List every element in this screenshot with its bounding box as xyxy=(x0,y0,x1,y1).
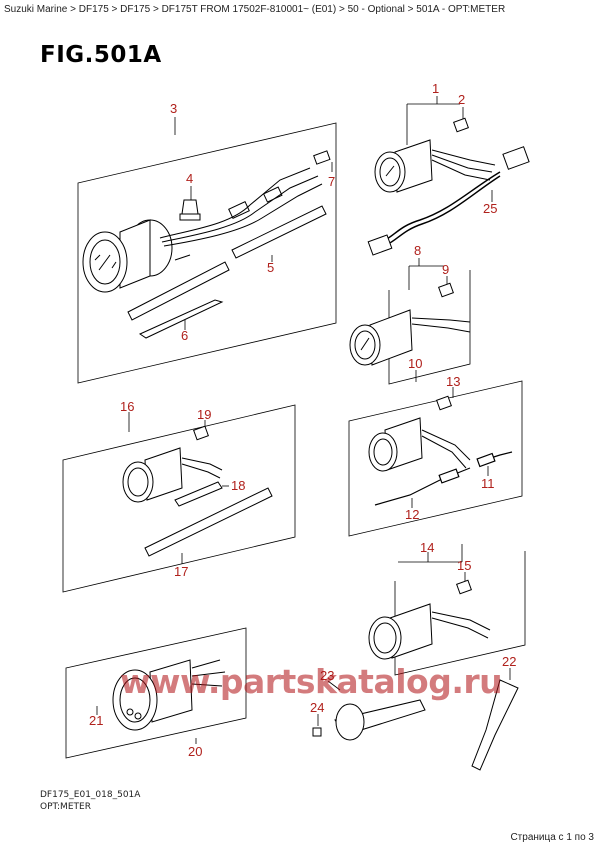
bulb-4 xyxy=(179,199,201,221)
tube-17 xyxy=(144,487,273,557)
harness-3 xyxy=(159,150,331,261)
cable-25 xyxy=(384,171,501,245)
gauge-10 xyxy=(368,417,471,472)
harness-1 xyxy=(431,149,496,181)
callout-12: 12 xyxy=(405,507,419,522)
callout-2: 2 xyxy=(458,92,465,107)
connector-25 xyxy=(367,146,530,256)
group-frame-3 xyxy=(77,122,337,384)
callout-19: 19 xyxy=(197,407,211,422)
callout-14: 14 xyxy=(420,540,434,555)
gauge-3 xyxy=(82,219,173,293)
group-frame-16 xyxy=(62,404,296,593)
callout-22: 22 xyxy=(502,654,516,669)
wire-12 xyxy=(374,467,471,506)
gauge-16 xyxy=(122,447,223,503)
callout-25: 25 xyxy=(483,201,497,216)
callout-10: 10 xyxy=(408,356,422,371)
bulb-19 xyxy=(193,425,209,441)
figure-title: FIG.501A xyxy=(40,42,162,68)
watermark: www.partskatalog.ru xyxy=(120,662,503,701)
callout-20: 20 xyxy=(188,744,202,759)
diagram-code: DF175_E01_018_501A xyxy=(40,790,141,800)
callout-6: 6 xyxy=(181,328,188,343)
callout-5: 5 xyxy=(267,260,274,275)
tie-6 xyxy=(127,261,230,339)
gauge-14 xyxy=(368,603,491,660)
bulb-2 xyxy=(453,117,469,133)
bulb-9 xyxy=(438,282,454,298)
lever-22 xyxy=(471,679,519,771)
tube-5 xyxy=(231,205,327,259)
group-frame-20 xyxy=(65,627,247,759)
bulb-13 xyxy=(436,395,452,411)
callout-16: 16 xyxy=(120,399,134,414)
gauge-20 xyxy=(112,659,226,731)
callout-4: 4 xyxy=(186,171,193,186)
breadcrumb[interactable]: Suzuki Marine > DF175 > DF175 > DF175T F… xyxy=(4,4,506,15)
gauge-8 xyxy=(349,309,471,366)
callout-7: 7 xyxy=(328,174,335,189)
callout-17: 17 xyxy=(174,564,188,579)
group-frame-10 xyxy=(348,380,523,537)
bulb-15 xyxy=(456,579,472,595)
callout-13: 13 xyxy=(446,374,460,389)
callout-21: 21 xyxy=(89,713,103,728)
bracket-23 xyxy=(334,699,426,741)
tie-18 xyxy=(174,481,223,507)
callout-11: 11 xyxy=(481,476,495,491)
callout-23: 23 xyxy=(320,668,334,683)
screw-24 xyxy=(312,727,322,737)
callout-18: 18 xyxy=(231,478,245,493)
callout-24: 24 xyxy=(310,700,324,715)
callout-9: 9 xyxy=(442,262,449,277)
page-indicator: Страница с 1 по 3 xyxy=(510,832,594,843)
callout-8: 8 xyxy=(414,243,421,258)
callout-15: 15 xyxy=(457,558,471,573)
gauge-1 xyxy=(374,139,433,193)
wire-11 xyxy=(476,451,513,468)
diagram-caption: OPT:METER xyxy=(40,802,91,812)
callout-3: 3 xyxy=(170,101,177,116)
callout-1: 1 xyxy=(432,81,439,96)
